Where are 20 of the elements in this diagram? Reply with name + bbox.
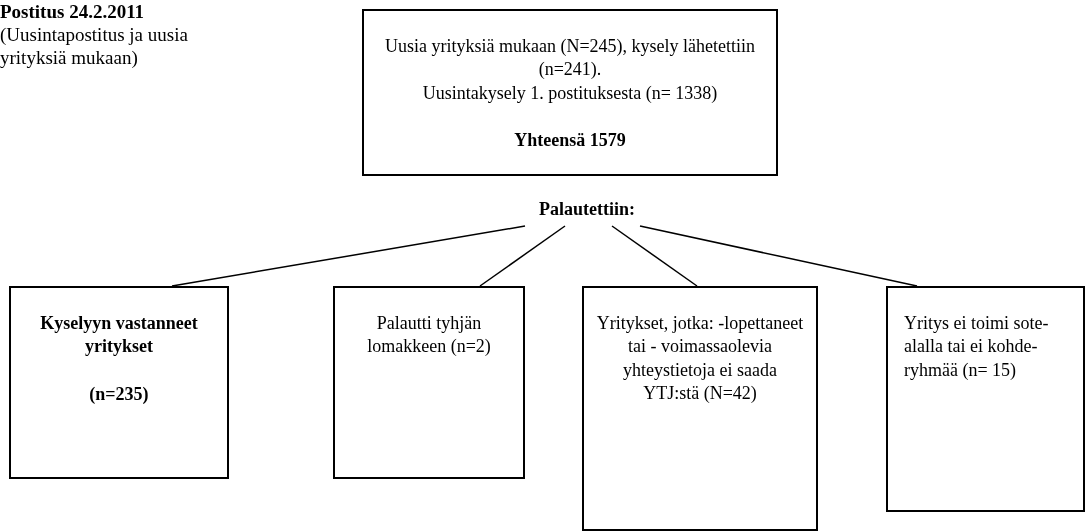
text-box xyxy=(582,286,818,531)
text-box xyxy=(886,286,1085,512)
text-box xyxy=(362,9,778,176)
node-text: Yritykset, jotka: -lopettaneet tai - voimassaolevia yhteystietoja ei saada YTJ:stä (N=42) xyxy=(596,312,804,406)
text-box xyxy=(333,286,525,479)
connector-line xyxy=(639,225,918,287)
node-text: Uusia yrityksiä mukaan (N=245), kysely lähetettiin (n=241). xyxy=(383,35,757,82)
node-text: Palautti tyhjän lomakkeen (n=2) xyxy=(366,312,492,359)
node-text: Yhteensä 1579 xyxy=(513,129,627,153)
connector-line xyxy=(171,225,526,287)
connector-line xyxy=(611,225,698,287)
text-box xyxy=(9,286,229,479)
node-text: Yritys ei toimi sote-alalla tai ei kohde-ryhmää (n= 15) xyxy=(904,312,1050,382)
subtitle: (Uusintapostitus ja uusia yrityksiä mukaan) xyxy=(0,24,189,70)
connector-line xyxy=(479,225,566,287)
node-text: Uusintakysely 1. postituksesta (n= 1338) xyxy=(421,81,719,105)
node-text: Kyselyyn vastanneet yritykset xyxy=(39,312,199,359)
title: Postitus 24.2.2011 xyxy=(0,0,145,24)
node-text: (n=235) xyxy=(88,382,150,406)
node-text: Palautettiin: xyxy=(538,198,636,221)
